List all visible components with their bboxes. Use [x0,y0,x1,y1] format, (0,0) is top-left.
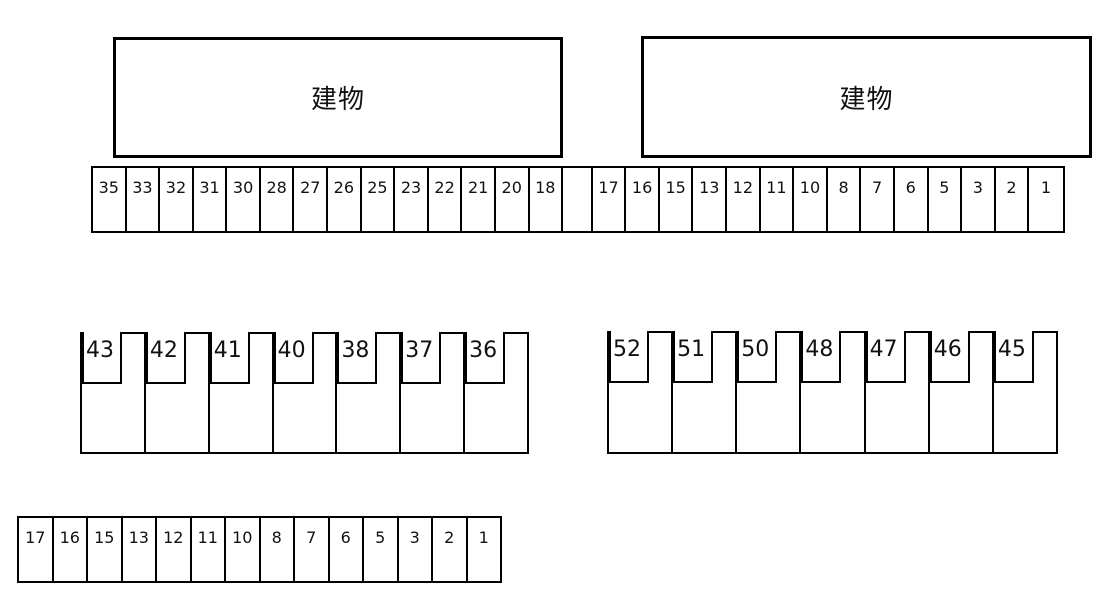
parking-space: 2 [433,518,468,581]
parking-space: 16 [626,168,660,231]
parking-space: 12 [727,168,761,231]
parking-stall: 50 [737,331,802,452]
parking-space: 30 [227,168,261,231]
parking-space: 10 [794,168,828,231]
stall-number: 43 [82,332,122,384]
parking-space: 7 [861,168,895,231]
parking-stall: 36 [465,332,527,452]
parking-stall: 37 [401,332,466,452]
parking-space: 1 [478,528,489,547]
parking-space: 2 [996,168,1030,231]
stall-number: 41 [209,332,250,384]
stall-number: 37 [401,332,442,384]
parking-space: 11 [761,168,795,231]
parking-stall: 48 [801,331,866,452]
parking-space: 21 [462,168,496,231]
parking-stall: 51 [673,331,738,452]
building-left-label: 建物 [310,85,365,115]
parking-space: 17 [19,518,54,581]
parking-space: 15 [88,518,123,581]
parking-space: 32 [160,168,194,231]
parking-space: 16 [54,518,88,581]
stall-number: 46 [929,331,970,383]
parking-stall: 43 [82,332,146,452]
parking-space: 11 [192,518,226,581]
parking-space: 20 [496,168,530,231]
stall-number: 38 [337,332,378,384]
parking-space: 13 [123,518,157,581]
stall-number: 52 [609,331,649,383]
stall-number: 51 [673,331,714,383]
right-parking-block: 52 51 50 48 47 46 45 [607,331,1058,454]
parking-space: 8 [261,518,295,581]
left-parking-block: 43 42 41 40 38 37 36 [80,332,529,454]
parking-space: 10 [226,518,261,581]
parking-stall: 52 [609,331,674,452]
building-right: 建物 [641,36,1092,158]
parking-space: 12 [157,518,192,581]
parking-stall: 46 [929,331,994,452]
parking-space: 35 [93,168,127,231]
parking-space: 6 [330,518,364,581]
parking-space: 18 [530,168,564,231]
parking-stall: 47 [865,331,930,452]
parking-space: 13 [693,168,728,231]
parking-stall: 45 [993,331,1056,452]
parking-space: 15 [660,168,694,231]
parking-space: 31 [194,168,228,231]
parking-stall: 40 [273,332,338,452]
parking-space: 1 [1040,178,1052,197]
stall-number: 45 [993,331,1034,383]
parking-space: 5 [929,168,963,231]
parking-space: 5 [364,518,399,581]
building-left: 建物 [113,37,563,158]
parking-space [563,168,593,231]
stall-number: 50 [737,331,778,383]
parking-space: 27 [294,168,329,231]
parking-stall: 41 [209,332,274,452]
parking-space: 25 [362,168,396,231]
parking-space: 33 [127,168,161,231]
parking-space: 6 [895,168,929,231]
stall-number: 48 [801,331,842,383]
stall-number: 40 [273,332,314,384]
parking-space: 28 [261,168,295,231]
stall-number: 42 [145,332,186,384]
stall-number: 47 [865,331,906,383]
parking-stall: 38 [337,332,402,452]
stall-number: 36 [465,332,506,384]
parking-space: 3 [962,168,996,231]
parking-space: 26 [328,168,362,231]
parking-space: 8 [828,168,862,231]
parking-space: 23 [395,168,429,231]
parking-space: 22 [429,168,463,231]
parking-space: 3 [399,518,433,581]
parking-stall: 42 [145,332,210,452]
parking-space: 17 [593,168,627,231]
parking-space: 7 [295,518,330,581]
building-right-label: 建物 [839,84,894,115]
